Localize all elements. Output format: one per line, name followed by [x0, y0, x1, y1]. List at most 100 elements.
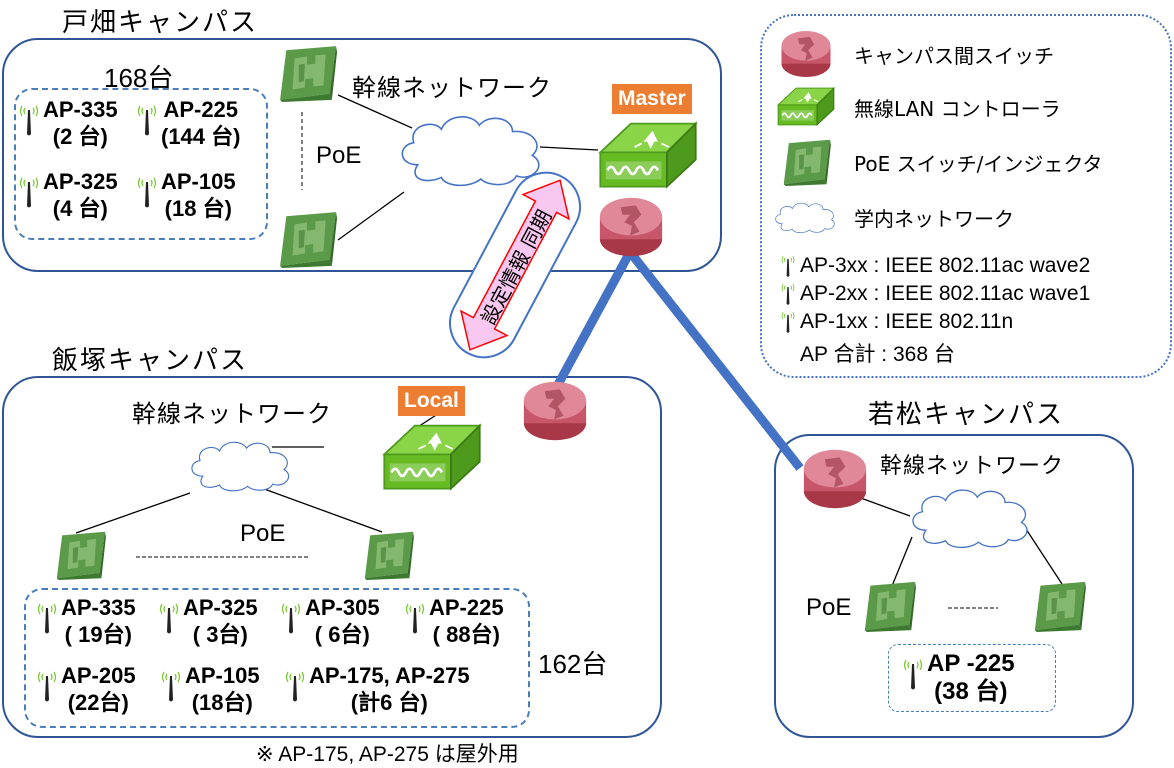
legend-ap-label: AP-1xx : IEEE 802.11n	[800, 310, 1014, 333]
inter-campus-switch-icon	[520, 378, 590, 444]
iizuka-ap-item: AP-105(18台)	[160, 662, 260, 716]
ap-model: AP-105	[161, 169, 236, 194]
inter-campus-switch-icon	[800, 446, 870, 512]
link-line	[891, 536, 913, 587]
wireless-lan-controller-icon	[592, 120, 704, 192]
local-badge: Local	[398, 386, 465, 416]
ap-qty: (4 台)	[52, 196, 108, 221]
legend-ap-type: AP-3xx : IEEE 802.11ac wave2	[780, 252, 1090, 280]
ap-qty: ( 88台)	[432, 622, 500, 647]
iizuka-ap-item: AP-305( 6台)	[280, 594, 380, 648]
inter-campus-link	[626, 249, 804, 471]
access-point-icon	[780, 252, 796, 280]
wakamatsu-backbone-label: 幹線ネットワーク	[880, 454, 1065, 479]
ap-model: AP-205	[61, 663, 136, 688]
wireless-lan-controller-icon	[376, 422, 488, 494]
legend-item: 学内ネットワーク	[772, 198, 1014, 236]
ap-qty: (2 台)	[52, 124, 108, 149]
poe-switch-icon	[274, 210, 340, 268]
iizuka-poe-label: PoE	[240, 520, 286, 547]
tobata-ap-item: AP-225(144 台)	[136, 96, 240, 150]
wakamatsu-poe-label: PoE	[806, 594, 852, 621]
cloud-icon	[186, 432, 298, 498]
wireless-lan-controller-icon	[776, 86, 836, 128]
cloud-icon	[906, 484, 1038, 550]
ap-qty: (144 台)	[161, 124, 241, 149]
tobata-ap-item: AP-335(2 台)	[18, 96, 118, 150]
legend-ap-label: AP-3xx : IEEE 802.11ac wave2	[800, 254, 1091, 277]
double-arrow-icon	[459, 179, 571, 351]
legend-box	[760, 14, 1172, 378]
link-line	[255, 485, 383, 533]
sync-arrow	[449, 171, 581, 359]
inter-campus-switch-icon	[776, 28, 836, 80]
legend-ap-label: AP-2xx : IEEE 802.11ac wave1	[800, 282, 1091, 305]
tobata-ap-group	[14, 88, 268, 240]
ap-model: AP-175, AP-275	[309, 663, 470, 688]
iizuka-campus-title: 飯塚キャンパス	[52, 346, 249, 376]
outdoor-note: ※ AP-175, AP-275 は屋外用	[256, 743, 519, 766]
tobata-ap-item: AP-105(18 台)	[136, 168, 236, 222]
legend-item: キャンパス間スイッチ	[776, 28, 1054, 80]
legend-label: キャンパス間スイッチ	[854, 43, 1054, 68]
inter-campus-link	[550, 249, 634, 395]
iizuka-ap-item: AP-205(22台)	[36, 662, 136, 716]
tobata-poe-label: PoE	[316, 142, 362, 169]
ap-qty: ( 3台)	[192, 622, 248, 647]
legend-item: 無線LAN コントローラ	[776, 86, 1061, 128]
link-line	[337, 191, 405, 241]
ap-model: AP-105	[185, 663, 260, 688]
poe-switch-icon	[360, 530, 416, 580]
access-point-icon	[780, 280, 796, 308]
tobata-campus-title: 戸畑キャンパス	[62, 8, 259, 38]
legend-ap-type: AP-1xx : IEEE 802.11n	[780, 308, 1013, 336]
ap-model: AP-335	[43, 97, 118, 122]
iizuka-ap-item: AP-175, AP-275(計6 台)	[284, 662, 470, 716]
ap-qty: (22台)	[67, 690, 129, 715]
ap-model: AP-325	[183, 595, 258, 620]
ap-model: AP-225	[163, 97, 239, 122]
legend-label: PoE スイッチ/インジェクタ	[854, 151, 1103, 176]
ap-qty: (18 台)	[164, 196, 232, 221]
wakamatsu-ap-group	[888, 644, 1056, 712]
iizuka-ap-group	[24, 588, 530, 728]
tobata-ap-item: AP-325(4 台)	[18, 168, 118, 222]
link-line	[75, 492, 191, 534]
link-line	[539, 146, 599, 151]
link-line	[857, 496, 911, 517]
inter-campus-switch-icon	[596, 194, 666, 260]
iizuka-backbone-label: 幹線ネットワーク	[132, 400, 332, 428]
ap-model: AP -225	[927, 650, 1015, 677]
cloud-icon	[772, 198, 840, 236]
ap-model: AP-335	[61, 595, 136, 620]
poe-switch-icon	[52, 530, 108, 580]
ap-model: AP-305	[305, 595, 380, 620]
poe-switch-icon	[860, 580, 918, 632]
poe-switch-icon	[776, 138, 836, 186]
iizuka-ap-count: 162台	[538, 649, 608, 679]
ap-qty: (18台)	[191, 690, 253, 715]
poe-switch-icon	[274, 44, 340, 102]
ap-qty: (計6 台)	[350, 690, 428, 715]
wakamatsu-ap-item: AP -225(38 台)	[902, 650, 1015, 706]
legend-ap-total: AP 合計 : 368 台	[800, 343, 955, 366]
access-point-icon	[780, 308, 796, 336]
legend-item: PoE スイッチ/インジェクタ	[776, 138, 1103, 186]
iizuka-ap-item: AP-325( 3台)	[158, 594, 258, 648]
legend-label: 学内ネットワーク	[854, 206, 1014, 231]
tobata-backbone-label: 幹線ネットワーク	[352, 74, 552, 102]
ap-qty: ( 6台)	[314, 622, 370, 647]
iizuka-ap-item: AP-335( 19台)	[36, 594, 136, 648]
legend-ap-type: AP-2xx : IEEE 802.11ac wave1	[780, 280, 1090, 308]
ap-qty: (38 台)	[934, 678, 1008, 705]
ap-model: AP-225	[429, 595, 504, 620]
wakamatsu-campus-title: 若松キャンパス	[868, 400, 1065, 430]
poe-switch-icon	[1030, 580, 1088, 632]
iizuka-ap-item: AP-225( 88台)	[404, 594, 504, 648]
ap-qty: ( 19台)	[64, 622, 132, 647]
ap-model: AP-325	[43, 169, 118, 194]
legend-label: 無線LAN コントローラ	[854, 96, 1061, 121]
link-line	[1025, 528, 1063, 585]
link-line	[337, 94, 413, 129]
